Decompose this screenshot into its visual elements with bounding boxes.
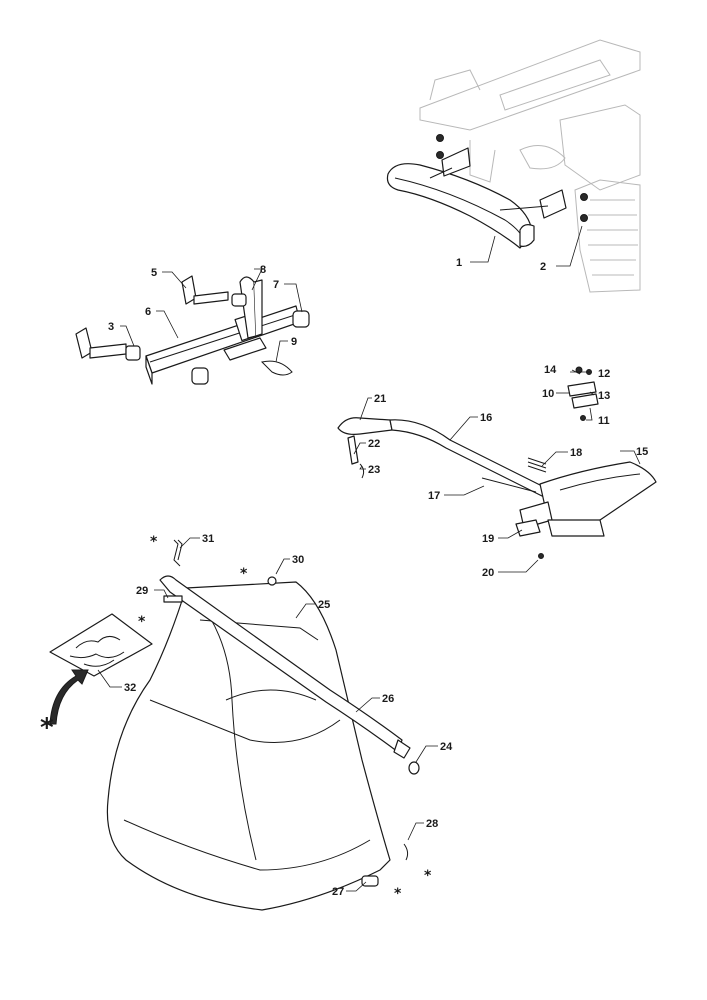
callout-16: 16 [480,412,492,424]
callout-30: 30 [292,554,304,566]
callout-15: 15 [636,446,648,458]
callout-7: 7 [273,279,279,291]
marker-32: * [40,713,54,743]
callout-8: 8 [260,264,266,276]
callout-12: 12 [598,368,610,380]
front-bumper [386,147,567,249]
marker-29: * [138,614,146,630]
marker-27: * [394,886,402,902]
bumper-bolts [436,134,588,222]
callout-22: 22 [368,438,380,450]
hitch-pin-8 [239,276,263,339]
callout-20: 20 [482,567,494,579]
callout-1: 1 [456,257,462,269]
callout-25: 25 [318,599,330,611]
callout-27: 27 [332,886,344,898]
callout-24: 24 [440,741,453,753]
callout-10: 10 [542,388,554,400]
callout-13: 13 [598,390,610,402]
callout-19: 19 [482,533,494,545]
hitch-bolt-5 [181,275,247,307]
bag-frame-26 [159,575,411,759]
callout-11: 11 [598,415,610,427]
tow-hitch-bar [145,305,301,385]
hardware-bag-32 [49,613,153,725]
callout-17: 17 [428,490,440,502]
callout-26: 26 [382,693,394,705]
callout-2: 2 [540,261,546,273]
bag-hardware [163,539,420,887]
callout-31: 31 [202,533,214,545]
marker-28: * [424,868,432,884]
callout-3: 3 [108,321,114,333]
asterisk-markers: * * * * * * [40,534,432,902]
tractor-frame-ghost [419,39,641,293]
spacers [191,310,310,385]
callout-21: 21 [374,393,386,405]
grass-catcher-bag [106,581,391,911]
lever-bracket-15 [519,461,657,537]
hitch-bolt-3 [75,327,141,361]
callout-leaders [97,225,641,892]
callout-23: 23 [368,464,380,476]
callout-9: 9 [291,336,297,348]
callout-29: 29 [136,585,148,597]
callout-14: 14 [544,364,557,376]
lever-small-parts [347,366,599,559]
marker-31: * [150,534,158,550]
hitch-clip-9 [261,360,293,376]
marker-30: * [240,566,248,582]
callout-32: 32 [124,682,136,694]
callout-labels: 1 2 3 5 6 7 8 9 10 11 12 13 14 15 16 17 … [108,257,648,898]
callout-18: 18 [570,447,582,459]
callout-5: 5 [151,267,157,279]
lever-handle-16 [337,417,551,499]
callout-6: 6 [145,306,151,318]
callout-28: 28 [426,818,438,830]
